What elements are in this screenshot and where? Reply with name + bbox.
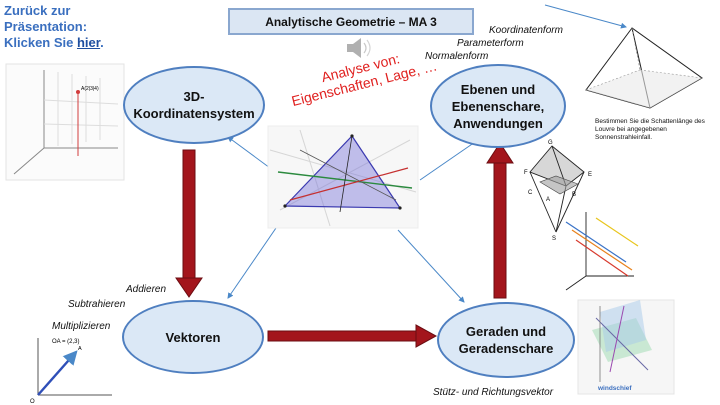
pyramid-label-b: B bbox=[572, 192, 576, 198]
label-koordinatenform: Koordinatenform bbox=[489, 25, 563, 36]
pyramid-figure bbox=[585, 27, 703, 109]
point-label: A(2|3|4) bbox=[81, 86, 99, 92]
pyramid-label-c: C bbox=[528, 190, 533, 196]
connector-pyramid-pointer bbox=[544, 4, 627, 29]
back-to-presentation: Zurück zur Präsentation: Klicken Sie hie… bbox=[4, 3, 122, 51]
point-a-label: A bbox=[78, 346, 82, 352]
label-addieren: Addieren bbox=[126, 284, 167, 295]
speaker-icon[interactable] bbox=[347, 38, 371, 58]
back-line-3: Klicken Sie hier. bbox=[4, 35, 104, 50]
connector-center-to-geraden bbox=[397, 229, 465, 303]
label-parameterform: Parameterform bbox=[457, 38, 524, 49]
back-line-1: Zurück zur bbox=[4, 3, 71, 18]
pyramid-label-e: E bbox=[588, 172, 592, 178]
pyramid-label-a: A bbox=[546, 197, 550, 203]
back-link-hier[interactable]: hier bbox=[76, 35, 101, 50]
arrow-vektoren-to-geraden bbox=[267, 324, 438, 348]
label-subtrahieren: Subtrahieren bbox=[68, 299, 126, 310]
connector-center-to-koordinaten bbox=[227, 136, 271, 169]
vector-figure: A OA = (2,3) O bbox=[30, 338, 112, 405]
skew-lines-figure: windschief bbox=[577, 299, 675, 395]
origin-label: O bbox=[30, 399, 35, 405]
pyramid-label-f: F bbox=[524, 170, 528, 176]
arrow-koordinaten-to-vektoren bbox=[175, 149, 203, 298]
page-title: Analytische Geometrie – MA 3 bbox=[228, 8, 474, 35]
pyramid-label-g: G bbox=[548, 140, 553, 146]
coordinate-system-figure: A(2|3|4) bbox=[5, 63, 125, 181]
pyramid-label-s: S bbox=[552, 236, 556, 242]
node-vektoren[interactable]: Vektoren bbox=[122, 300, 264, 374]
label-stuetz-richtungsvektor: Stütz- und Richtungsvektor bbox=[433, 387, 554, 398]
octahedron-figure: G F E C A B S bbox=[524, 140, 592, 242]
windschief-label: windschief bbox=[597, 385, 632, 392]
vector-label: OA = (2,3) bbox=[52, 339, 80, 345]
connector-center-to-ebenen bbox=[419, 139, 479, 181]
arrow-geraden-to-ebenen bbox=[486, 142, 514, 299]
parallel-lines-figure bbox=[565, 212, 639, 291]
connector-center-to-vektoren bbox=[227, 227, 277, 299]
node-koordinatensystem[interactable]: 3D-Koordinatensystem bbox=[123, 66, 265, 144]
back-line-2: Präsentation: bbox=[4, 19, 88, 34]
analysis-triangle-figure bbox=[267, 125, 419, 229]
label-multiplizieren: Multiplizieren bbox=[52, 321, 111, 332]
label-normalenform: Normalenform bbox=[425, 51, 489, 62]
louvre-note: Bestimmen Sie die Schattenlänge des Louv… bbox=[595, 118, 705, 141]
